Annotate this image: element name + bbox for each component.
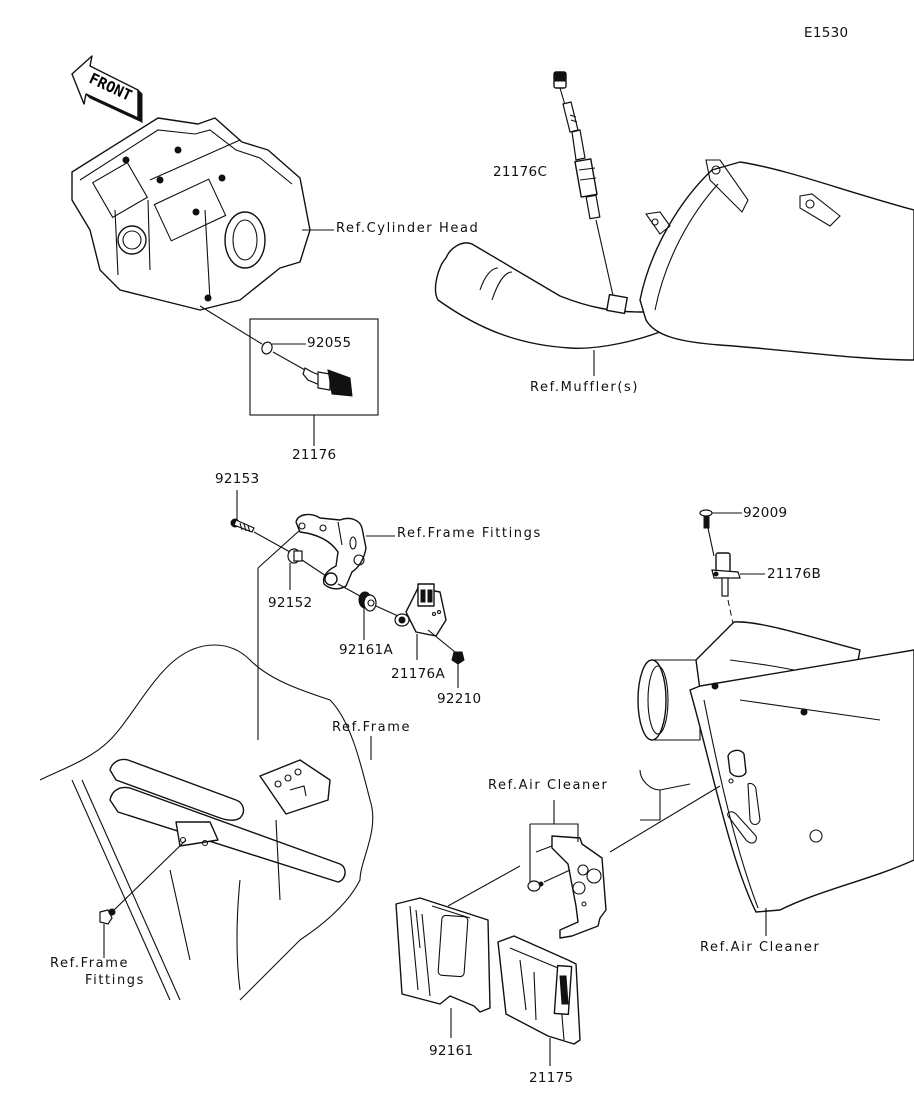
collar-92152: [287, 548, 303, 564]
label-part-21175: 21175: [529, 1070, 574, 1086]
bolt-frame-fittings: [99, 908, 116, 925]
air-cleaner-drawing: [637, 621, 914, 913]
muffler-drawing: [434, 159, 914, 361]
label-part-92055: 92055: [307, 335, 352, 351]
diagram-id-code: E1530: [804, 25, 849, 41]
label-part-92152: 92152: [268, 595, 313, 611]
label-ref-mufflers: Ref.Muffler(s): [530, 380, 640, 395]
label-ref-air-cleaner-box: Ref.Air Cleaner: [700, 940, 821, 955]
label-part-21176B: 21176B: [767, 566, 822, 582]
cylinder-head-drawing: [71, 117, 311, 311]
air-cleaner-bracket: [551, 835, 607, 939]
label-part-92161A: 92161A: [339, 642, 393, 658]
label-part-92153: 92153: [215, 471, 260, 487]
bolt-92153: [230, 490, 255, 533]
front-arrow-icon: FRONT: [71, 55, 143, 124]
assembly-box-21176: [249, 318, 379, 416]
label-part-92210: 92210: [437, 691, 482, 707]
grommet-92161A: [358, 591, 377, 612]
label-part-21176A: 21176A: [391, 666, 445, 682]
sensor-21176B: [711, 552, 741, 597]
screw-92009: [699, 509, 713, 529]
label-ref-cylinder-head: Ref.Cylinder Head: [336, 221, 480, 236]
label-part-21176: 21176: [292, 447, 337, 463]
oxygen-sensor-21176C: [553, 71, 601, 220]
frame-fitting-bracket: [295, 513, 367, 590]
rubber-cover-92161: [395, 897, 491, 1013]
label-part-21176C: 21176C: [493, 164, 548, 180]
screw-air-cleaner: [527, 880, 544, 892]
label-ref-air-cleaner-bracket: Ref.Air Cleaner: [488, 778, 609, 793]
label-part-92161: 92161: [429, 1043, 474, 1059]
frame-drawing: [39, 644, 374, 1001]
label-ref-frame-fittings-bottom-line2: Fittings: [85, 973, 146, 988]
temperature-sensor-21176: [302, 367, 353, 397]
label-ref-frame: Ref.Frame: [332, 720, 412, 735]
label-part-92009: 92009: [743, 505, 788, 521]
label-ref-frame-fittings-top: Ref.Frame Fittings: [397, 526, 542, 541]
sensor-21176A: [394, 583, 447, 637]
label-ref-frame-fittings-bottom-line1: Ref.Frame: [50, 956, 130, 971]
ecu-21175: [497, 935, 581, 1045]
